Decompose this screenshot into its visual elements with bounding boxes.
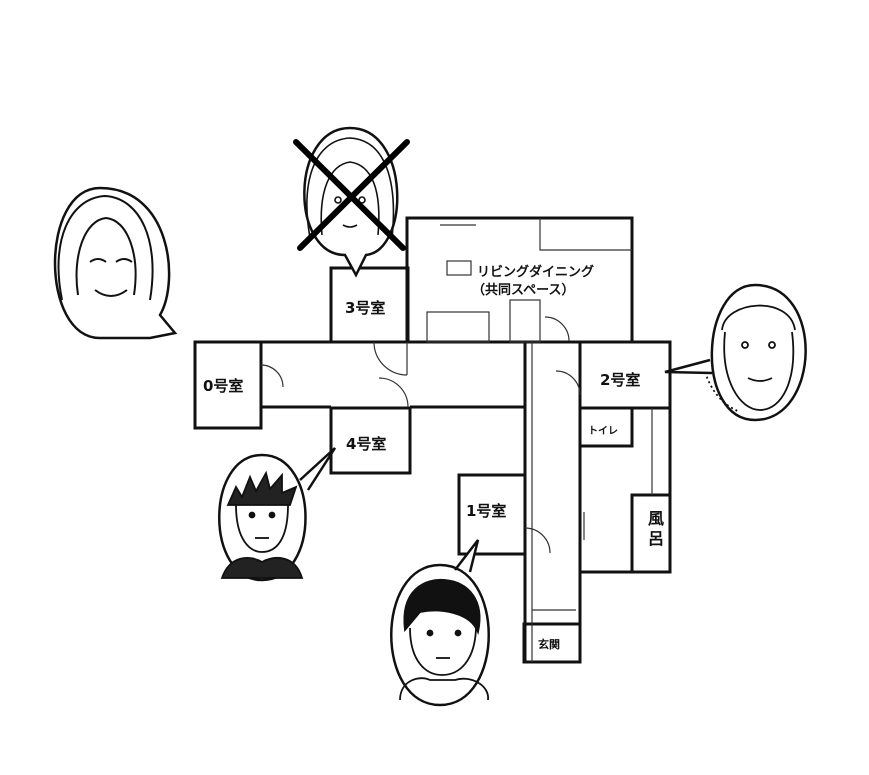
long-haired-face-icon: [306, 137, 395, 239]
toilet-label: トイレ: [588, 426, 618, 437]
room-4: [329, 406, 412, 475]
resident-1-bubble: [390, 539, 490, 707]
bath-label: 風呂: [645, 510, 664, 550]
cross-out-icon: [293, 139, 410, 251]
resident-4-bubble: [218, 447, 337, 582]
room-0: [193, 340, 263, 430]
spiky-hair-boy-face-icon: [220, 470, 304, 579]
room-0-label: 0号室: [203, 377, 244, 395]
living-room-sublabel: （共同スペース）: [472, 283, 575, 298]
young-man-hoodie-face-icon: [399, 578, 489, 701]
room-3-label: 3号室: [345, 299, 386, 317]
interior-details: [260, 218, 653, 662]
room-2-label: 2号室: [600, 371, 641, 389]
room-1-label: 1号室: [466, 502, 507, 520]
hooded-smiling-face-icon: [57, 194, 154, 301]
room-3: [329, 266, 410, 344]
resident-2-bubble: [664, 283, 807, 422]
entrance-label: 玄関: [538, 638, 560, 651]
living-room-label: リビングダイニング: [477, 265, 595, 280]
middle-aged-man-face-icon: [704, 304, 796, 413]
resident-3-bubble: [293, 126, 410, 278]
corridor-walls: [261, 340, 672, 662]
room-4-label: 4号室: [346, 435, 387, 453]
resident-0-bubble: [53, 186, 178, 340]
